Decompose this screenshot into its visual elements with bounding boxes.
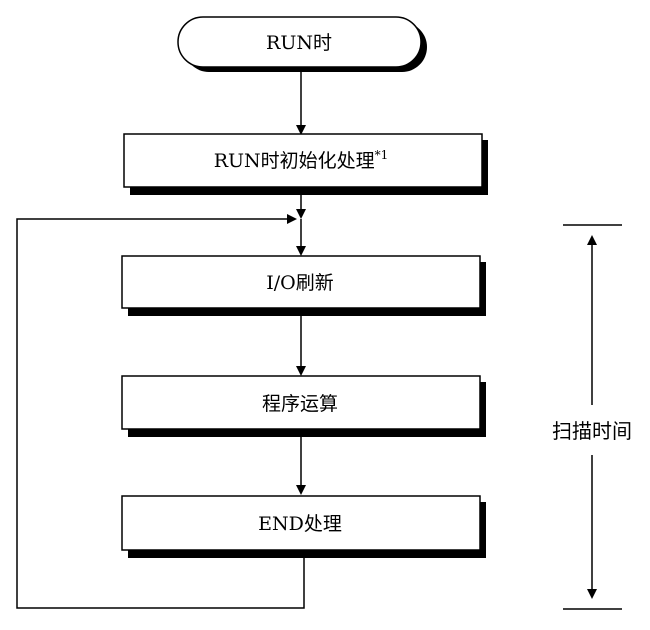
step-end-processing-label: END处理: [258, 513, 342, 535]
step-io-refresh-label: I/O刷新: [266, 272, 333, 294]
footnote-mark: *1: [375, 148, 389, 162]
step-io-refresh: I/O刷新: [121, 255, 486, 316]
start-terminal: RUN时: [177, 16, 427, 72]
step-end-processing: END处理: [121, 495, 486, 558]
loop-back-line: [16, 214, 305, 609]
step-initialize-label: RUN时初始化处理: [214, 150, 375, 172]
scan-time-bracket: 扫描时间: [552, 224, 632, 610]
step-program-operation: 程序运算: [121, 375, 486, 437]
step-initialize: RUN时初始化处理*1: [123, 133, 488, 195]
step-program-operation-label: 程序运算: [262, 393, 338, 415]
svg-text:RUN时初始化处理*1: RUN时初始化处理*1: [214, 148, 389, 172]
start-label: RUN时: [266, 32, 332, 54]
scan-time-label: 扫描时间: [552, 419, 632, 443]
